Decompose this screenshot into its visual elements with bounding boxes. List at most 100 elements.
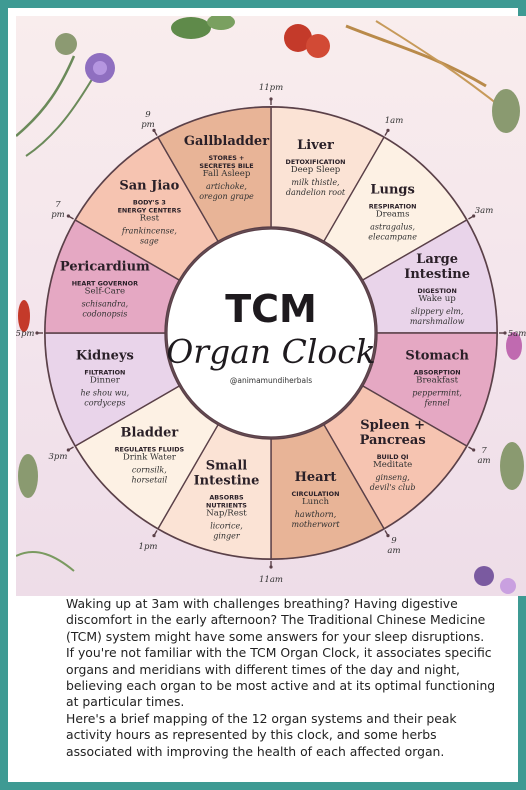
organ-name: Liver bbox=[297, 138, 334, 153]
herbs-text: ginseng, bbox=[375, 473, 410, 482]
time-dot bbox=[66, 214, 70, 218]
organ-function: STORES + bbox=[209, 154, 245, 162]
recommended-activity: Drink Water bbox=[123, 453, 177, 463]
segment-label-small-intestine: SmallIntestineABSORBSNUTRIENTSNap/Restli… bbox=[194, 459, 260, 541]
clock-subtitle: Organ Clock bbox=[166, 332, 376, 371]
recommended-activity: Lunch bbox=[302, 497, 330, 507]
herbs-text: schisandra, bbox=[82, 299, 129, 308]
organ-function: HEART GOVERNOR bbox=[72, 279, 138, 287]
herbs-text: motherwort bbox=[292, 520, 341, 529]
organ-name: Gallbladder bbox=[184, 134, 269, 149]
recommended-activity: Wake up bbox=[418, 294, 456, 304]
herbs-text: sage bbox=[140, 236, 159, 245]
herbs-text: milk thistle, bbox=[291, 178, 339, 187]
organ-name: Intestine bbox=[194, 474, 260, 489]
recommended-activity: Fall Asleep bbox=[203, 169, 251, 179]
time-dot bbox=[386, 534, 390, 538]
organ-name: Lungs bbox=[370, 182, 414, 197]
organ-function: REGULATES FLUIDS bbox=[115, 446, 185, 454]
clock-title: TCM bbox=[225, 287, 317, 331]
organ-function: NUTRIENTS bbox=[206, 502, 247, 510]
organ-name: Bladder bbox=[121, 426, 179, 441]
organ-function: FILTRATION bbox=[84, 369, 125, 377]
herbs-text: cornsilk, bbox=[132, 466, 167, 475]
time-dot bbox=[386, 128, 390, 132]
organ-function: ABSORPTION bbox=[414, 369, 461, 377]
recommended-activity: Deep Sleep bbox=[291, 165, 341, 175]
herbs-text: marshmallow bbox=[410, 317, 465, 326]
time-label: 5pm bbox=[16, 329, 34, 339]
organ-name: Large bbox=[416, 252, 458, 267]
organ-function: DETOXIFICATION bbox=[286, 158, 346, 166]
organ-function: BUILD QI bbox=[377, 453, 409, 461]
herbs-text: astragalus, bbox=[370, 222, 415, 231]
time-label: 11pm bbox=[259, 83, 283, 93]
herbs-text: elecampane bbox=[368, 232, 417, 241]
organ-name: Intestine bbox=[404, 267, 470, 282]
time-label: 3am bbox=[475, 206, 494, 216]
organ-function: SECRETES BILE bbox=[199, 162, 253, 170]
time-label: 3pm bbox=[48, 452, 67, 462]
organ-name: Pericardium bbox=[60, 259, 150, 274]
recommended-activity: Meditate bbox=[373, 460, 412, 470]
time-dot bbox=[269, 565, 273, 569]
time-dot bbox=[152, 534, 156, 538]
time-label: 1am bbox=[385, 116, 404, 126]
decorative-flower-top-left bbox=[16, 33, 115, 157]
herbs-text: he shou wu, bbox=[80, 389, 129, 398]
organ-name: Heart bbox=[295, 470, 337, 485]
herbs-text: slippery elm, bbox=[411, 307, 464, 316]
organ-function: RESPIRATION bbox=[369, 202, 417, 210]
recommended-activity: Breakfast bbox=[416, 376, 459, 386]
time-label: 5am bbox=[508, 329, 526, 339]
herbs-text: fennel bbox=[423, 399, 450, 408]
herbs-text: peppermint, bbox=[412, 389, 462, 398]
recommended-activity: Dinner bbox=[90, 376, 121, 386]
organ-function: ABSORBS bbox=[209, 494, 244, 502]
herbs-text: codonopsis bbox=[82, 309, 127, 318]
decorative-leaves-right bbox=[474, 332, 524, 594]
time-dot bbox=[152, 128, 156, 132]
time-dot bbox=[35, 331, 39, 335]
time-dot bbox=[503, 331, 507, 335]
herbs-text: artichoke, bbox=[206, 182, 247, 191]
description-text: Waking up at 3am with challenges breathi… bbox=[66, 596, 496, 760]
time-dot bbox=[472, 448, 476, 452]
herbs-text: hawthorn, bbox=[295, 510, 336, 519]
time-label: 11am bbox=[259, 575, 283, 585]
decorative-leaves-left bbox=[16, 300, 75, 572]
clock-center bbox=[166, 228, 376, 438]
organ-function: BODY'S 3 bbox=[133, 198, 166, 206]
recommended-activity: Rest bbox=[140, 213, 160, 223]
herbs-text: cordyceps bbox=[84, 399, 125, 408]
organ-function: ENERGY CENTERS bbox=[118, 206, 182, 214]
description-paragraph-1: Waking up at 3am with challenges breathi… bbox=[66, 596, 486, 644]
decorative-berries-top-right bbox=[284, 20, 520, 133]
recommended-activity: Dreams bbox=[376, 209, 410, 219]
herbs-text: frankincense, bbox=[121, 226, 177, 235]
time-dot bbox=[66, 448, 70, 452]
organ-name: Pancreas bbox=[360, 433, 426, 448]
herbs-text: devil's club bbox=[370, 483, 416, 492]
organ-name: San Jiao bbox=[119, 178, 179, 193]
description-paragraph-2: If you're not familiar with the TCM Orga… bbox=[66, 645, 496, 710]
segment-gallbladder bbox=[157, 106, 272, 243]
organ-name: Kidneys bbox=[76, 349, 134, 364]
organ-name: Stomach bbox=[405, 349, 469, 364]
herbs-text: licorice, bbox=[210, 522, 243, 531]
